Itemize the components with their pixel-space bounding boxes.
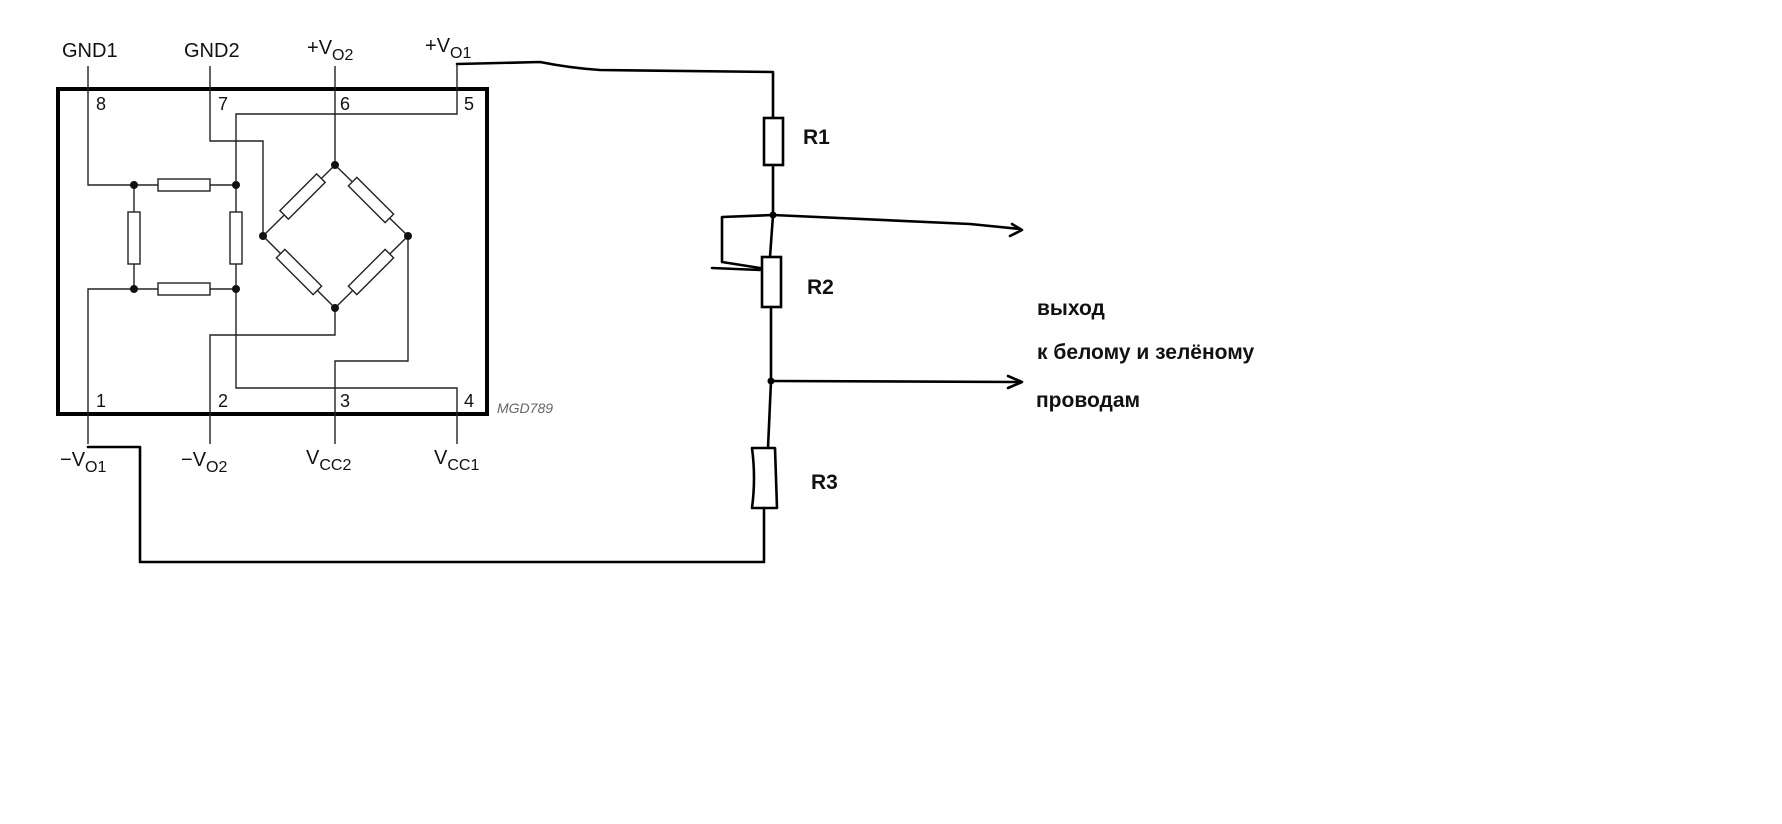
pin-label-plus-vo2: +VO2	[307, 37, 353, 64]
junction-dots	[130, 161, 412, 312]
pin-label-gnd2: GND2	[184, 40, 240, 62]
pin-number-2: 2	[218, 391, 228, 411]
resistor-r3-label: R3	[811, 471, 838, 494]
bridge-resistor	[127, 211, 141, 265]
pin-label-vcc2: VCC2	[306, 447, 351, 474]
resistor-r1	[762, 116, 785, 167]
bridge-resistor	[347, 176, 395, 224]
output-note-line2: к белому и зелёному	[1037, 341, 1254, 364]
upper-output-arrowhead	[1008, 222, 1024, 238]
pin-label-plus-vo1: +VO1	[425, 35, 471, 62]
pin-number-7: 7	[218, 94, 228, 114]
node-dot-upper	[769, 211, 777, 219]
ic-body	[56, 87, 489, 416]
bridge-resistor	[157, 282, 211, 296]
pin-number-1: 1	[96, 391, 106, 411]
ic-package: MGD789 8 7 6 5 1 2 3 4 GND1 GND2 +VO2 +V…	[56, 35, 553, 476]
internal-resistors	[127, 172, 395, 296]
internal-wiring	[87, 89, 458, 414]
pin-label-minus-vo1: −VO1	[60, 449, 106, 476]
pin-number-5: 5	[464, 94, 474, 114]
pin-number-8: 8	[96, 94, 106, 114]
wire-vo1-to-r1	[455, 60, 775, 120]
wire-upper-output	[771, 213, 1022, 231]
pin-number-3: 3	[340, 391, 350, 411]
resistor-r1-label: R1	[803, 126, 830, 149]
wire-node-to-r3	[766, 379, 773, 450]
resistor-r2-label: R2	[807, 276, 834, 299]
resistor-r2	[760, 255, 783, 309]
external-circuit: R1 R2 R3 выход к белому и зелёному прово…	[86, 60, 1254, 564]
ic-part-code: MGD789	[497, 400, 553, 416]
resistor-r3	[750, 446, 779, 510]
pin-number-4: 4	[464, 391, 474, 411]
output-note-line1: выход	[1037, 297, 1105, 320]
lower-output-arrowhead	[1006, 374, 1024, 390]
pin-leads	[87, 64, 458, 444]
wire-lower-output	[769, 379, 1022, 384]
bridge-resistor	[229, 211, 243, 265]
bridge-resistor	[275, 248, 323, 296]
bridge-resistor	[347, 248, 395, 296]
pin-label-minus-vo2: −VO2	[181, 449, 227, 476]
pin-label-gnd1: GND1	[62, 40, 118, 62]
output-note-line3: проводам	[1036, 389, 1140, 412]
pin-label-vcc1: VCC1	[434, 447, 479, 474]
pin-number-6: 6	[340, 94, 350, 114]
wire-node-to-r2	[768, 213, 775, 259]
wire-r2-wiper-loop	[710, 213, 775, 272]
bridge-resistor	[278, 172, 327, 221]
bridge-resistor	[157, 178, 211, 192]
wire-r3-to-minus-vo1	[86, 445, 766, 564]
